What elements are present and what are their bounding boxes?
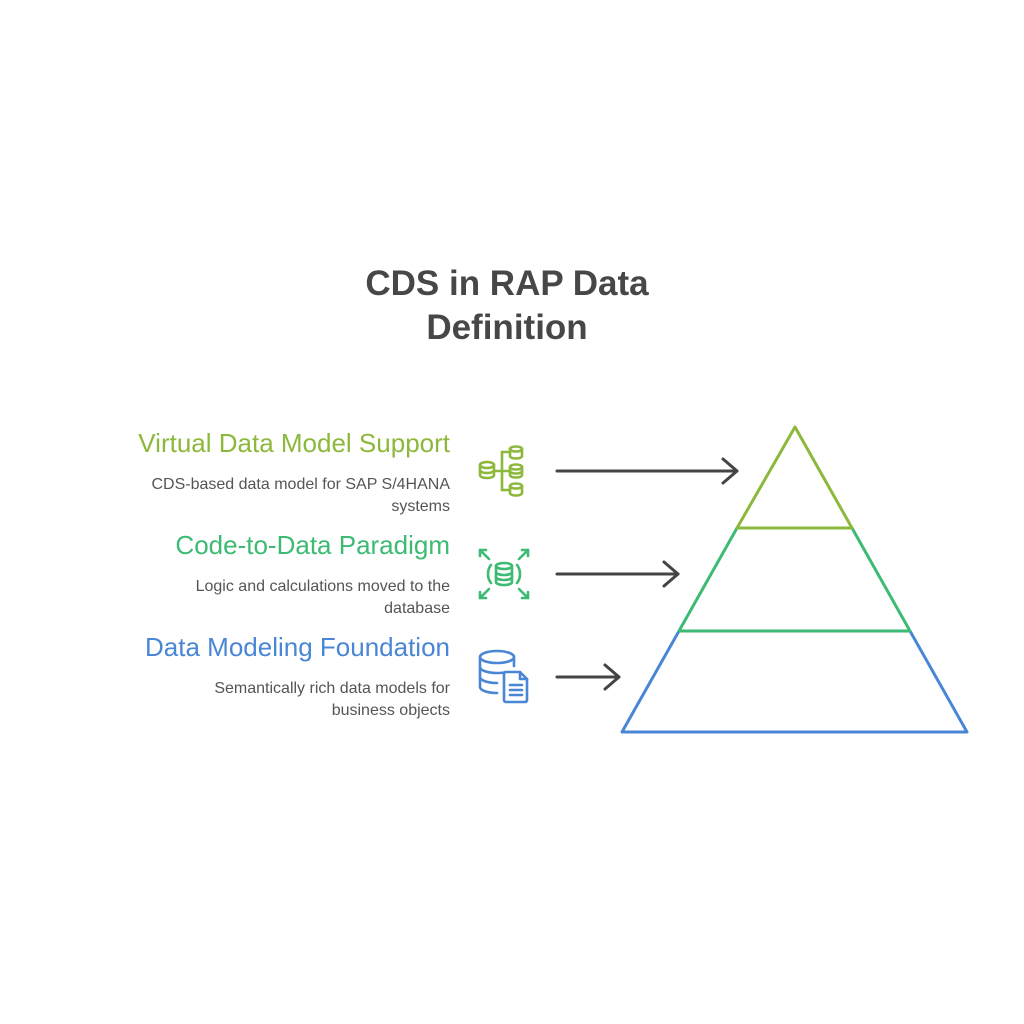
level-description-line-2: database [384,600,450,617]
arrow-level-3 [555,663,621,691]
title-line-1: CDS in RAP Data [365,264,649,303]
arrow-level-1 [555,457,739,485]
level-description-line-1: CDS-based data model for SAP S/4HANA [151,476,450,493]
pyramid-tier-middle [677,526,912,633]
level-description-line-2: business objects [331,702,450,719]
level-data-modeling: Data Modeling Foundation Semantically ri… [10,632,450,722]
level-title: Code-to-Data Paradigm [175,530,450,560]
pyramid-tier-top [735,425,854,530]
level-description: CDS-based data model for SAP S/4HANA sys… [10,474,450,518]
database-expand-icon [476,546,532,602]
level-virtual-data-model: Virtual Data Model Support CDS-based dat… [10,428,450,518]
level-description: Semantically rich data models for busine… [10,678,450,722]
arrow-level-2 [555,560,680,588]
level-code-to-data: Code-to-Data Paradigm Logic and calculat… [10,530,450,620]
diagram-title: CDS in RAP Data Definition [262,262,752,350]
level-description: Logic and calculations moved to the data… [10,576,450,620]
level-title: Virtual Data Model Support [138,428,450,458]
level-description-line-1: Semantically rich data models for [214,680,450,697]
level-title: Data Modeling Foundation [145,632,450,662]
database-document-icon [476,648,532,704]
title-line-2: Definition [426,308,588,347]
pyramid-tier-bottom [620,629,969,734]
level-description-line-1: Logic and calculations moved to the [195,578,450,595]
database-hierarchy-icon [476,443,532,499]
level-description-line-2: systems [391,498,450,515]
